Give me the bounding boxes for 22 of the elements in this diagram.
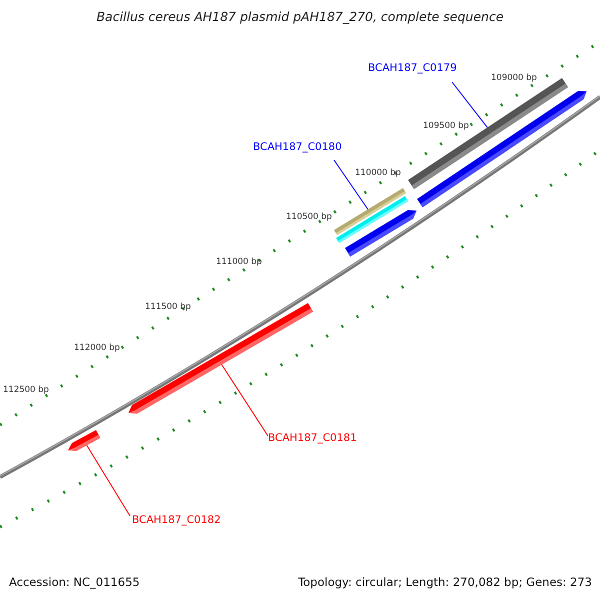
gene-bar [334, 188, 406, 236]
scale-label: 111500 bp [145, 302, 191, 313]
plot-title: Bacillus cereus AH187 plasmid pAH187_270, complete sequence [95, 9, 505, 24]
gene-label: BCAH187_C0180 [253, 141, 342, 154]
gene-bar [128, 303, 314, 414]
gene-label: BCAH187_C0181 [268, 432, 357, 445]
leader-line [452, 82, 488, 128]
scale-label: 109500 bp [423, 121, 469, 132]
leader-line [221, 364, 268, 436]
gene-label: BCAH187_C0182 [132, 514, 221, 527]
scale-label: 109000 bp [491, 73, 537, 84]
scale-label: 110500 bp [286, 212, 332, 223]
scale-label: 110000 bp [355, 168, 401, 179]
gene-label: BCAH187_C0179 [368, 62, 457, 75]
leader-line [334, 160, 368, 210]
footer-text: Accession: NC_011655 [9, 575, 140, 589]
scale-label: 112500 bp [3, 385, 49, 396]
scale-label: 112000 bp [74, 343, 120, 354]
gene-bar [68, 430, 100, 451]
scale-label: 111000 bp [216, 257, 262, 268]
footer-text: Topology: circular; Length: 270,082 bp; Genes: 273 [298, 575, 592, 589]
leader-line [86, 444, 130, 516]
